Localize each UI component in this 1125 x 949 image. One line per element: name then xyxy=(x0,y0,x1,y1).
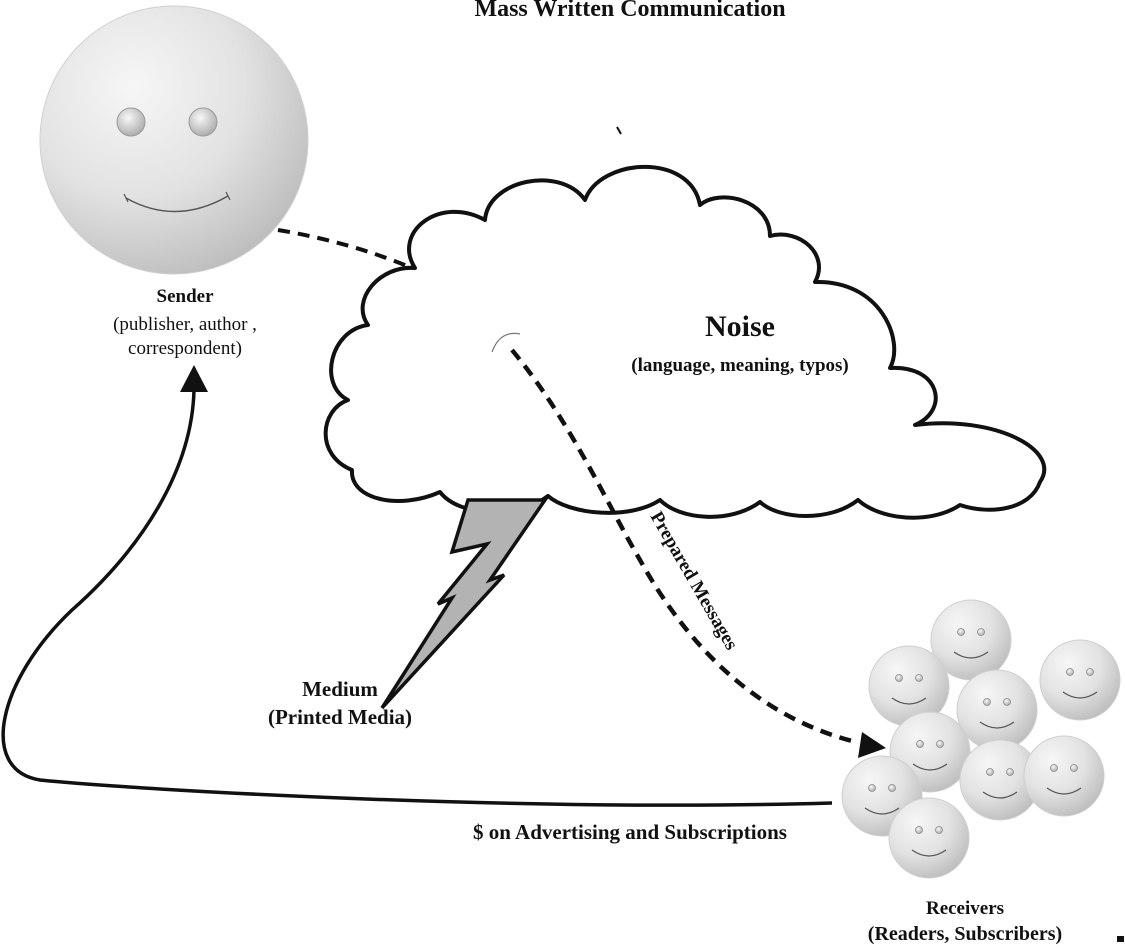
sender-label: Sender xyxy=(156,286,214,307)
diagram-title: Mass Written Communication xyxy=(474,0,786,22)
noise-description: (language, meaning, typos) xyxy=(631,355,849,376)
receiver-face-icon xyxy=(956,669,1038,751)
prepared-messages-arrowhead xyxy=(858,732,886,758)
sender-to-noise-link xyxy=(277,228,413,270)
receivers-label: Receivers xyxy=(925,898,1005,919)
medium-label: Medium xyxy=(302,677,378,701)
receiver-face-icon xyxy=(1039,639,1121,721)
receiver-face-icon xyxy=(959,739,1041,821)
feedback-arrowhead xyxy=(180,365,208,392)
noise-label: Noise xyxy=(705,310,775,343)
sender-description: (publisher, author , correspondent) xyxy=(113,314,257,359)
corner-mark xyxy=(1117,936,1124,942)
prepared-messages-label: Prepared Messages xyxy=(646,508,742,654)
receiver-face-icon xyxy=(888,797,970,879)
receivers-group xyxy=(841,599,1121,879)
receiver-face-icon xyxy=(1023,735,1105,817)
receivers-description: (Readers, Subscribers) xyxy=(867,923,1063,945)
sender-face-icon xyxy=(39,5,309,275)
tick-mark xyxy=(616,126,622,135)
feedback-arrow xyxy=(1,389,833,807)
prepared-messages-arrow xyxy=(510,348,857,745)
lightning-bolt-icon xyxy=(380,498,549,710)
feedback-label: $ on Advertising and Subscriptions xyxy=(473,820,787,844)
medium-description: (Printed Media) xyxy=(267,705,413,729)
noise-cloud-icon xyxy=(323,164,1047,520)
